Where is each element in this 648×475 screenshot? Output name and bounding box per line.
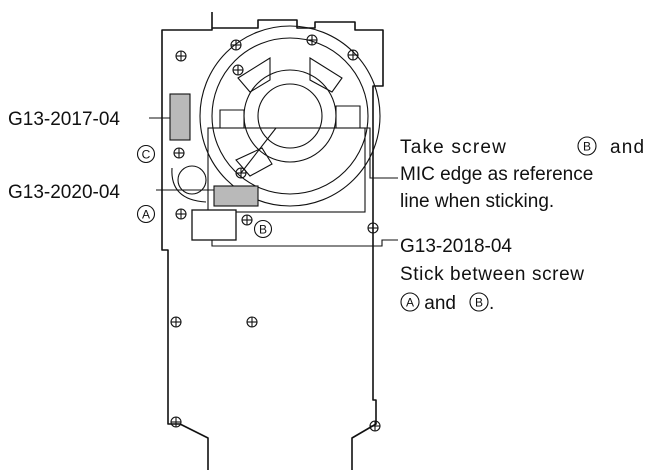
leader-g13-2018-04 xyxy=(211,239,398,247)
leader-screw-b-to-ref xyxy=(240,127,277,174)
screw-hole xyxy=(170,416,182,428)
screw-holes xyxy=(170,34,381,432)
screw-hole xyxy=(230,39,242,51)
label-g13-2017-04: G13-2017-04 xyxy=(8,109,120,130)
screw-hole xyxy=(175,50,187,62)
svg-text:and: and xyxy=(610,137,645,158)
svg-text:line when sticking.: line when sticking. xyxy=(400,191,554,212)
marker-b: B xyxy=(253,219,273,239)
svg-text:MIC edge as reference: MIC edge as reference xyxy=(400,164,593,185)
svg-text:Stick between screw: Stick between screw xyxy=(400,264,585,285)
screw-hole xyxy=(306,34,318,46)
marker-c: C xyxy=(136,144,156,164)
screw-hole xyxy=(232,64,244,76)
note-reference: Take screw B and MIC edge as reference l… xyxy=(400,136,645,212)
svg-text:Take screw: Take screw xyxy=(400,137,507,158)
svg-text:B: B xyxy=(259,223,267,237)
screw-a xyxy=(175,208,187,220)
screw-hole xyxy=(347,49,359,61)
tape-g13-2018-04 xyxy=(191,209,237,241)
note-g13-2018-04: G13-2018-04 Stick between screw A and B … xyxy=(400,236,585,314)
board-outline xyxy=(161,12,384,470)
mic-outline xyxy=(177,165,207,195)
label-g13-2020-04: G13-2020-04 xyxy=(8,182,120,203)
screw-hole xyxy=(367,222,379,234)
svg-text:and: and xyxy=(419,293,461,314)
screw-hole xyxy=(369,420,381,432)
screw-hole xyxy=(170,316,182,328)
marker-a: A xyxy=(136,204,156,224)
svg-text:A: A xyxy=(406,296,414,310)
screw-c xyxy=(173,147,185,159)
leader-reference-note xyxy=(365,127,398,179)
reference-frame xyxy=(207,127,366,213)
svg-text:.: . xyxy=(489,293,494,314)
screw-b xyxy=(241,214,253,226)
svg-text:G13-2018-04: G13-2018-04 xyxy=(400,236,512,257)
pad-g13-2017-04 xyxy=(169,93,191,141)
svg-text:C: C xyxy=(142,148,151,162)
screw-hole xyxy=(246,316,258,328)
svg-text:B: B xyxy=(583,140,591,154)
pad-g13-2020-04 xyxy=(213,185,259,207)
svg-text:B: B xyxy=(475,296,483,310)
svg-text:A: A xyxy=(142,208,150,222)
